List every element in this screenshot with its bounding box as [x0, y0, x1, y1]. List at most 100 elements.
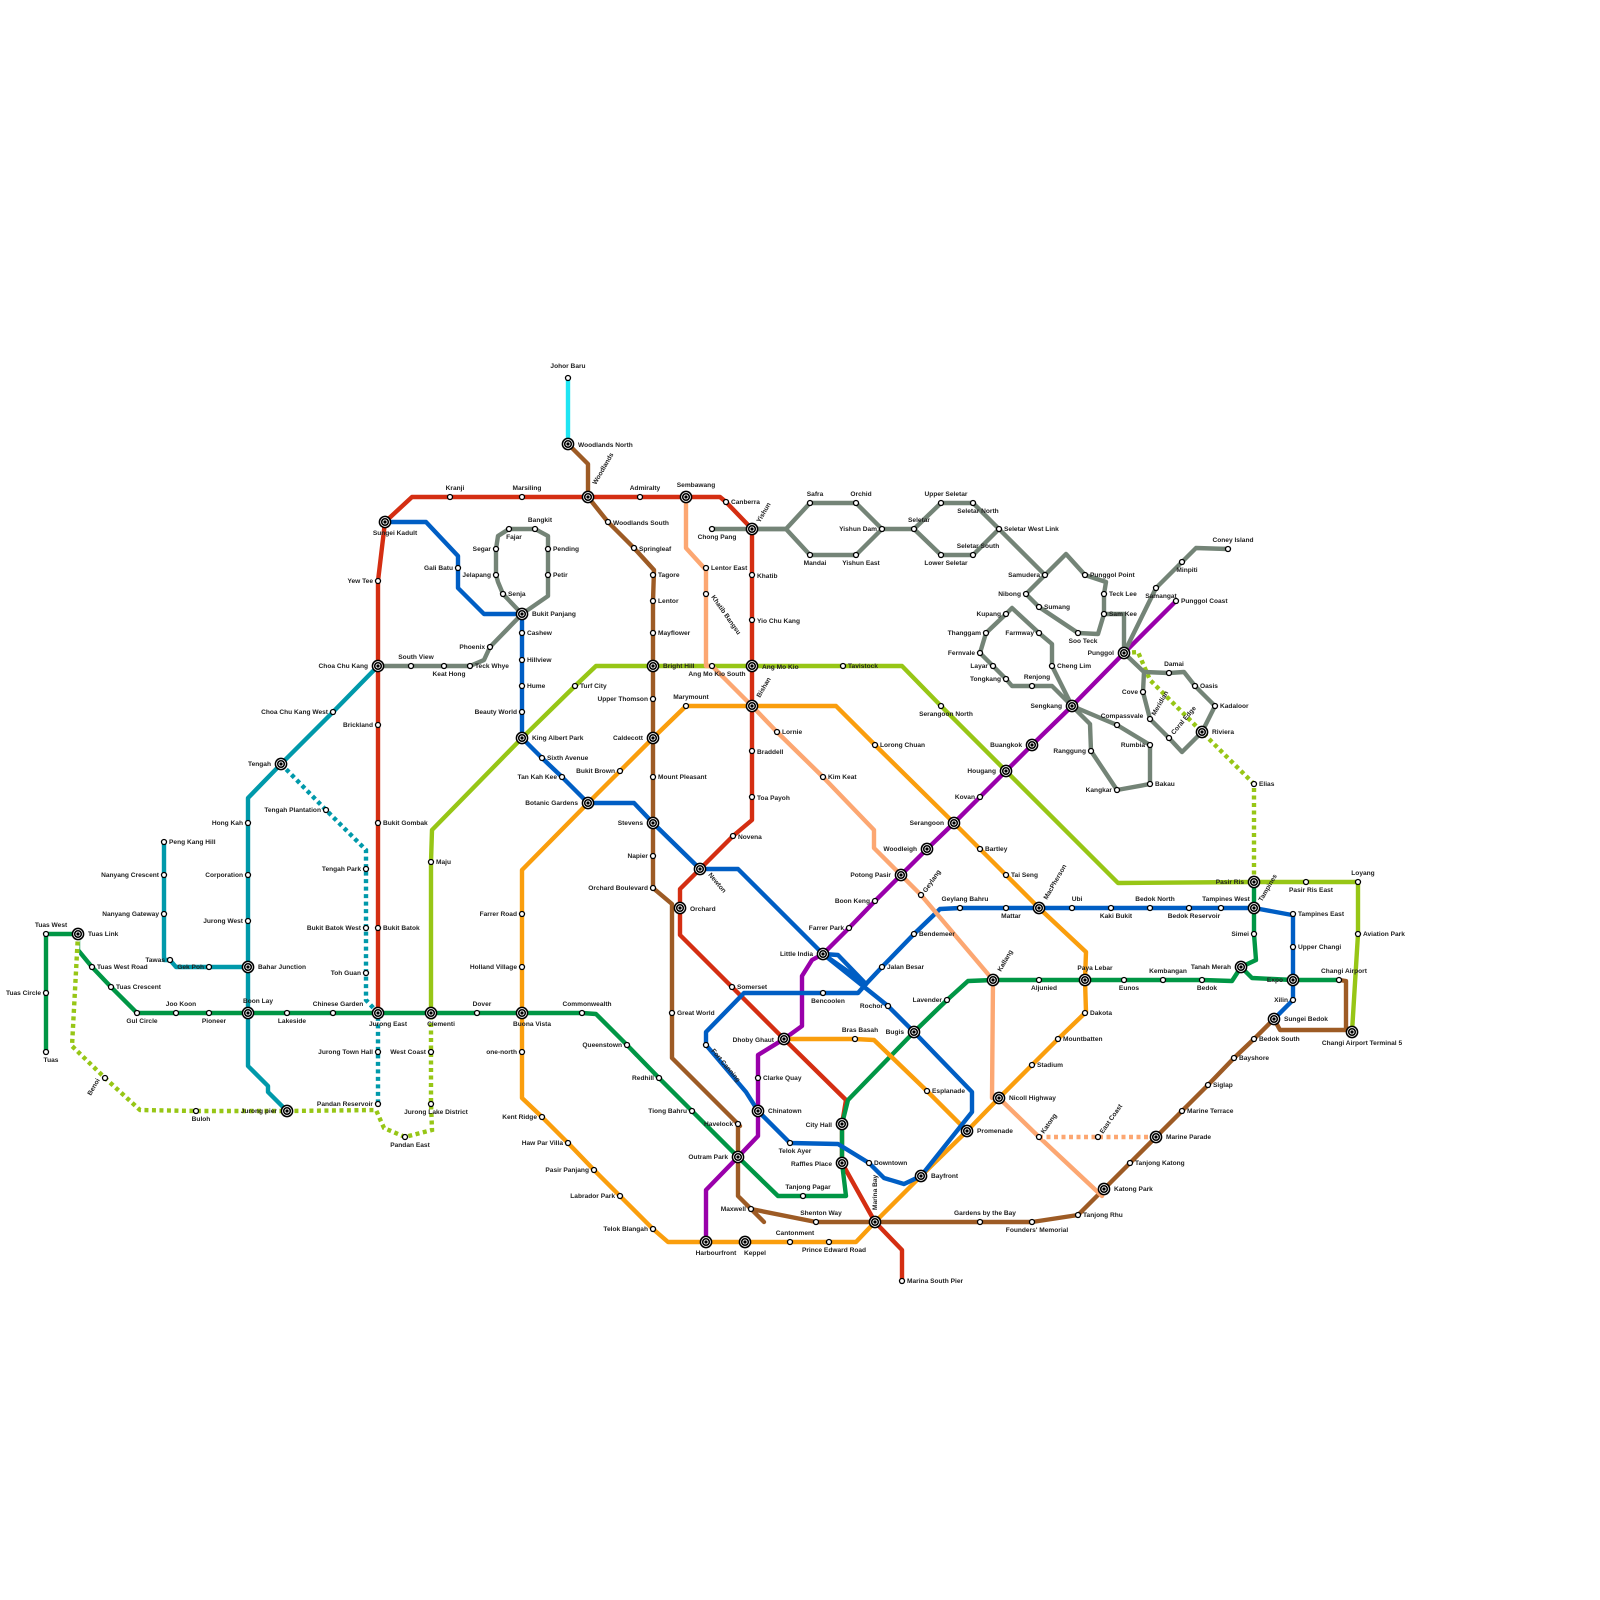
- station-bukit-batok[interactable]: [374, 924, 382, 932]
- station-kadaloor[interactable]: [1211, 702, 1219, 710]
- station-keppel[interactable]: [738, 1235, 752, 1249]
- station-marina-bay[interactable]: [868, 1215, 882, 1229]
- station-phoenix[interactable]: [486, 643, 494, 651]
- station-orchard-boulevard[interactable]: [649, 884, 657, 892]
- station-hougang[interactable]: [999, 764, 1013, 778]
- station-chinatown[interactable]: [751, 1104, 765, 1118]
- station-botanic-gardens[interactable]: [581, 796, 595, 810]
- station-south-view[interactable]: [407, 662, 415, 670]
- station-hong-kah[interactable]: [244, 819, 252, 827]
- station-sengkang[interactable]: [1065, 699, 1079, 713]
- station-minpiti[interactable]: [1178, 558, 1186, 566]
- station-thanggam[interactable]: [982, 629, 990, 637]
- station-damai[interactable]: [1165, 669, 1173, 677]
- station-upper-changi[interactable]: [1289, 943, 1297, 951]
- station-gek-poh[interactable]: [205, 963, 213, 971]
- station-haw-par-villa[interactable]: [564, 1139, 572, 1147]
- station-yishun[interactable]: [745, 522, 759, 536]
- station-seletar-south[interactable]: [969, 551, 977, 559]
- station-farmway[interactable]: [1035, 629, 1043, 637]
- station-telok-ayer[interactable]: [786, 1139, 794, 1147]
- station-kim-keat[interactable]: [819, 773, 827, 781]
- station-shenton-way[interactable]: [812, 1218, 820, 1226]
- station-pasir-ris[interactable]: [1247, 875, 1261, 889]
- station-kovan[interactable]: [976, 793, 984, 801]
- station-safra[interactable]: [806, 499, 814, 507]
- station-yishun-dam[interactable]: [878, 525, 886, 533]
- station-newton[interactable]: [693, 862, 707, 876]
- station-springleaf[interactable]: [630, 544, 638, 552]
- station-peng-kang-hill[interactable]: [160, 838, 168, 846]
- station-tampines-east[interactable]: [1289, 910, 1297, 918]
- station-samangat[interactable]: [1152, 584, 1160, 592]
- station-novena[interactable]: [729, 832, 737, 840]
- station-bukit-gombak[interactable]: [374, 819, 382, 827]
- station-bishan[interactable]: [745, 699, 759, 713]
- station-tengah-park[interactable]: [362, 865, 370, 873]
- station-tanjong-katong[interactable]: [1126, 1159, 1134, 1167]
- station-gardens-by-the-bay[interactable]: [976, 1218, 984, 1226]
- station-woodlands-south[interactable]: [604, 518, 612, 526]
- station-sungei-kadult[interactable]: [378, 515, 392, 529]
- station-beauty-world[interactable]: [518, 708, 526, 716]
- station-woodlands-north[interactable]: [561, 437, 575, 451]
- station-sam-kee[interactable]: [1100, 610, 1108, 618]
- station-dhoby-ghaut[interactable]: [777, 1032, 791, 1046]
- station-kembangan[interactable]: [1159, 976, 1167, 984]
- station-founders-memorial[interactable]: [1028, 1218, 1036, 1226]
- station-seletar-north[interactable]: [969, 499, 977, 507]
- station-orchard[interactable]: [673, 901, 687, 915]
- station-tuas[interactable]: [42, 1048, 50, 1056]
- station-changi-airport[interactable]: [1335, 976, 1343, 984]
- station-farrer-road[interactable]: [518, 910, 526, 918]
- station-orchid[interactable]: [852, 499, 860, 507]
- station-fernvale[interactable]: [976, 649, 984, 657]
- station-jurong-lake-district[interactable]: [427, 1100, 435, 1108]
- station-bedok[interactable]: [1198, 976, 1206, 984]
- station-khatib-bangsu[interactable]: [702, 590, 710, 598]
- station-bencoolen[interactable]: [819, 989, 827, 997]
- station-gali-batu[interactable]: [454, 564, 462, 572]
- station-tai-seng[interactable]: [1002, 871, 1010, 879]
- station-bedok-north[interactable]: [1146, 904, 1154, 912]
- station-woodleigh[interactable]: [920, 842, 934, 856]
- station-renjong[interactable]: [1028, 682, 1036, 690]
- station-coney-island[interactable]: [1224, 545, 1232, 553]
- station-yishun-east[interactable]: [852, 551, 860, 559]
- station-maju[interactable]: [427, 858, 435, 866]
- station-pasir-ris-east[interactable]: [1302, 878, 1310, 886]
- station-segar[interactable]: [492, 545, 500, 553]
- station-cantonment[interactable]: [786, 1238, 794, 1246]
- station-dakota[interactable]: [1081, 1009, 1089, 1017]
- station-raffles-place[interactable]: [835, 1156, 849, 1170]
- station-eunos[interactable]: [1120, 976, 1128, 984]
- station-petir[interactable]: [544, 571, 552, 579]
- station-geylang-bahru[interactable]: [956, 904, 964, 912]
- station-dover[interactable]: [473, 1009, 481, 1017]
- station-woodlands[interactable]: [581, 490, 595, 504]
- station-lavender[interactable]: [943, 996, 951, 1004]
- station-riviera[interactable]: [1195, 725, 1209, 739]
- station-nanyang-gateway[interactable]: [160, 910, 168, 918]
- station-jalan-besar[interactable]: [878, 963, 886, 971]
- station-napier[interactable]: [649, 852, 657, 860]
- station-bartley[interactable]: [976, 845, 984, 853]
- station-bukit-batok-west[interactable]: [362, 924, 370, 932]
- station-city-hall[interactable]: [835, 1117, 849, 1131]
- station-bahar-junction[interactable]: [241, 960, 255, 974]
- station-johor-baru[interactable]: [564, 374, 572, 382]
- station-labrador-park[interactable]: [616, 1192, 624, 1200]
- station-nanyang-crescent[interactable]: [160, 871, 168, 879]
- station-bukit-brown[interactable]: [616, 767, 624, 775]
- station-jurong-east[interactable]: [371, 1006, 385, 1020]
- station-boon-keng[interactable]: [871, 897, 879, 905]
- station-simei[interactable]: [1250, 930, 1258, 938]
- station-tongkang[interactable]: [1002, 675, 1010, 683]
- station-tanah-merah[interactable]: [1234, 960, 1248, 974]
- station-tanjong-pagar[interactable]: [799, 1192, 807, 1200]
- station-geylang[interactable]: [917, 891, 925, 899]
- station-sixth-avenue[interactable]: [538, 754, 546, 762]
- station-tuas-west[interactable]: [42, 930, 50, 938]
- station-bayshore[interactable]: [1230, 1054, 1238, 1062]
- station-little-india[interactable]: [816, 947, 830, 961]
